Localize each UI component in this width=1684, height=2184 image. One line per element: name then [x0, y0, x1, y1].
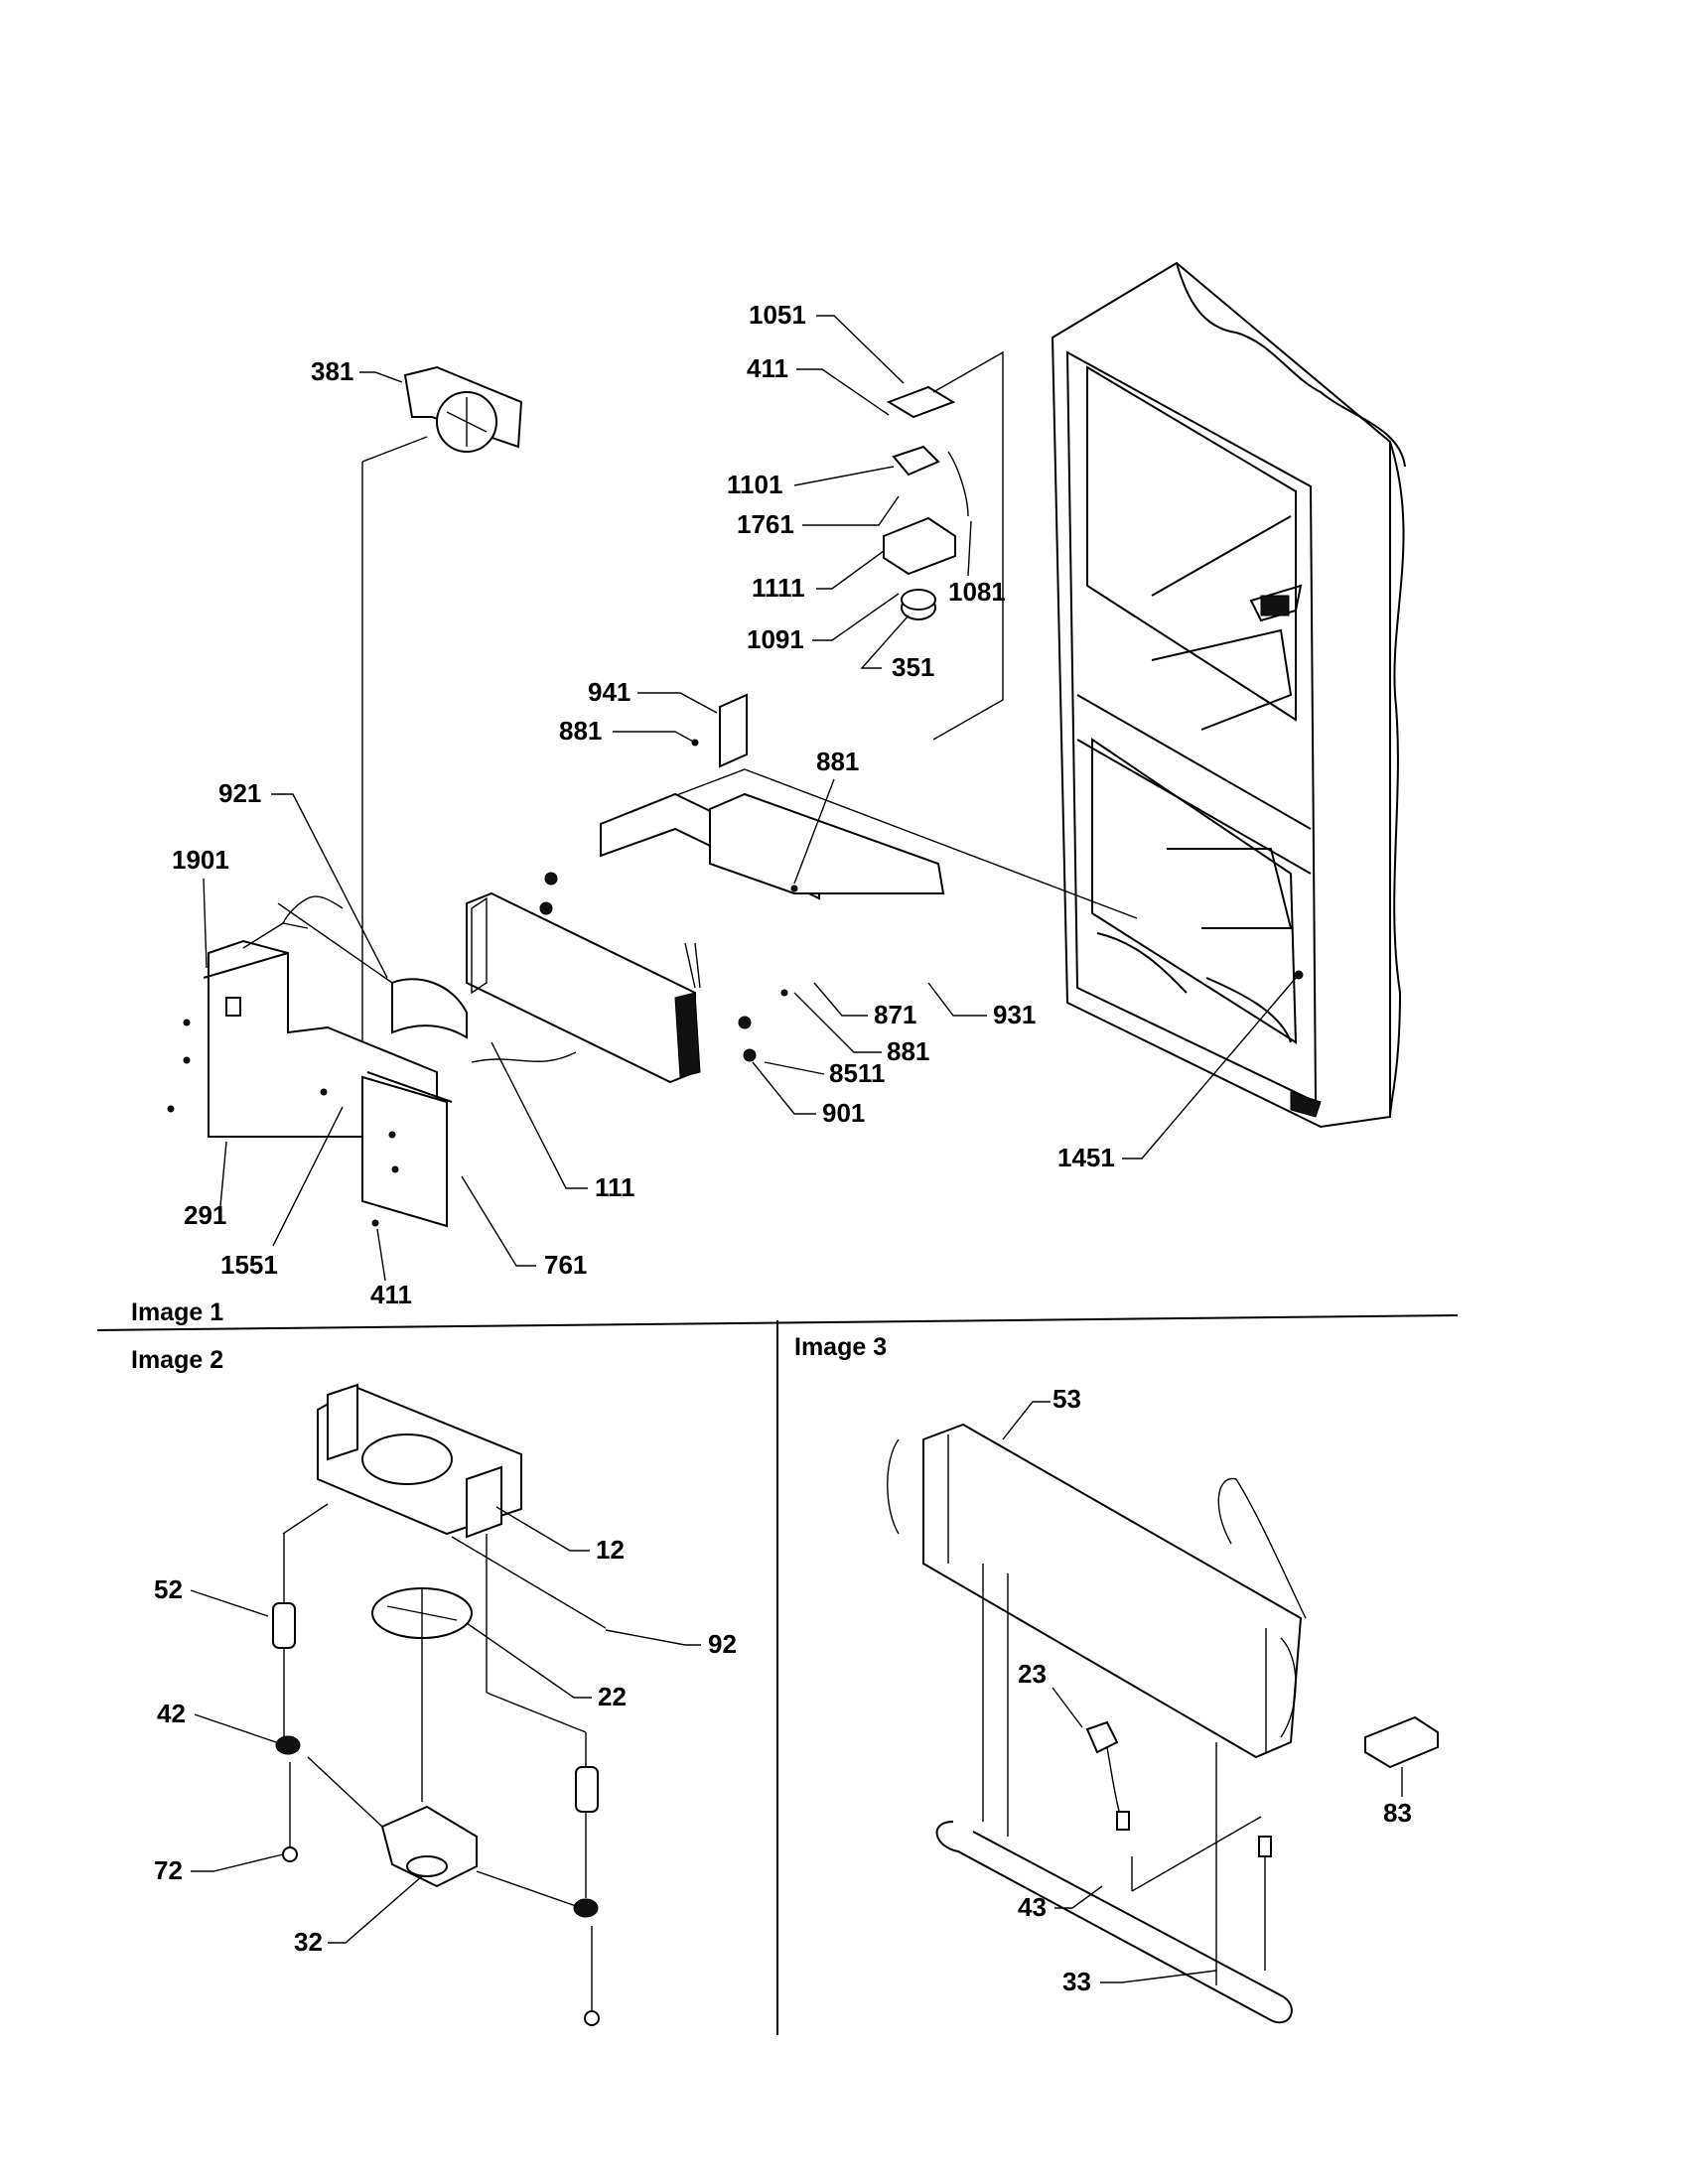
image-2-drawing	[272, 1383, 607, 2026]
callout-381: 381	[311, 356, 353, 386]
callout-23: 23	[1018, 1659, 1047, 1689]
callout-1901: 1901	[172, 845, 229, 875]
callout-1761: 1761	[737, 509, 794, 539]
callouts-image-3: 53 23 83 43 33	[1002, 1384, 1412, 1996]
callout-921: 921	[218, 778, 261, 808]
callouts-image-2: 12 52 92 22 42 72 32	[154, 1506, 737, 1957]
callout-411-bottom: 411	[370, 1280, 412, 1309]
callout-941: 941	[588, 677, 631, 707]
panel-separators	[96, 1314, 1459, 2035]
callout-1551: 1551	[220, 1250, 278, 1280]
callout-83: 83	[1383, 1798, 1412, 1828]
damper-assembly	[883, 350, 1004, 741]
evaporator-cover	[600, 693, 1138, 919]
panel-title-image-2: Image 2	[131, 1346, 223, 1374]
callout-72: 72	[154, 1855, 183, 1885]
callout-52: 52	[154, 1574, 183, 1604]
callout-931: 931	[993, 1000, 1036, 1029]
callout-42: 42	[157, 1699, 186, 1728]
callout-291: 291	[184, 1200, 226, 1230]
image-1-drawing	[167, 261, 1406, 1228]
thermostat-23	[1085, 1720, 1130, 1831]
fasteners	[539, 739, 1304, 1062]
callout-1051: 1051	[749, 300, 806, 330]
callout-111: 111	[595, 1172, 635, 1202]
cover-panel-291	[167, 895, 453, 1228]
callout-32: 32	[294, 1927, 323, 1957]
screw-92-leader	[451, 1536, 607, 1629]
callout-881-b: 881	[816, 747, 859, 776]
callout-92: 92	[708, 1629, 737, 1659]
callout-881-a: 881	[559, 716, 602, 746]
callout-901: 901	[822, 1098, 865, 1128]
defrost-heater-43	[935, 1564, 1293, 2024]
callouts-image-1: 1051 411 381 1101 1761 1111 1081 1091 35…	[172, 300, 1297, 1309]
fan-blade-22	[371, 1587, 473, 1802]
callout-1111: 1111	[752, 573, 805, 603]
fan-bracket-12	[317, 1383, 522, 1539]
callout-12: 12	[596, 1535, 625, 1565]
callout-881-c: 881	[887, 1036, 929, 1066]
panel-title-image-1: Image 1	[131, 1298, 223, 1326]
evaporator-53	[887, 1423, 1307, 1759]
cover-83	[1364, 1715, 1439, 1769]
callout-1101: 1101	[727, 470, 782, 499]
callout-411-top: 411	[747, 353, 788, 383]
callout-1451: 1451	[1057, 1143, 1115, 1172]
panel-title-image-3: Image 3	[794, 1333, 887, 1361]
callout-351: 351	[892, 652, 934, 682]
callout-871: 871	[874, 1000, 916, 1029]
callout-33: 33	[1062, 1967, 1091, 1996]
callout-8511: 8511	[829, 1058, 885, 1088]
evaporator-111	[466, 891, 701, 1084]
connector-33	[1131, 1816, 1272, 1971]
callout-761: 761	[544, 1250, 587, 1280]
callout-22: 22	[598, 1682, 627, 1711]
fan-motor-32	[307, 1756, 577, 1907]
heater-921	[277, 902, 468, 1039]
image-3-drawing	[887, 1423, 1439, 2024]
callout-53: 53	[1052, 1384, 1081, 1414]
cabinet-liner	[1051, 261, 1406, 1129]
callout-43: 43	[1018, 1892, 1047, 1922]
grommets-52-42	[272, 1503, 600, 2026]
callout-1091: 1091	[747, 624, 804, 654]
callout-1081: 1081	[948, 577, 1006, 607]
